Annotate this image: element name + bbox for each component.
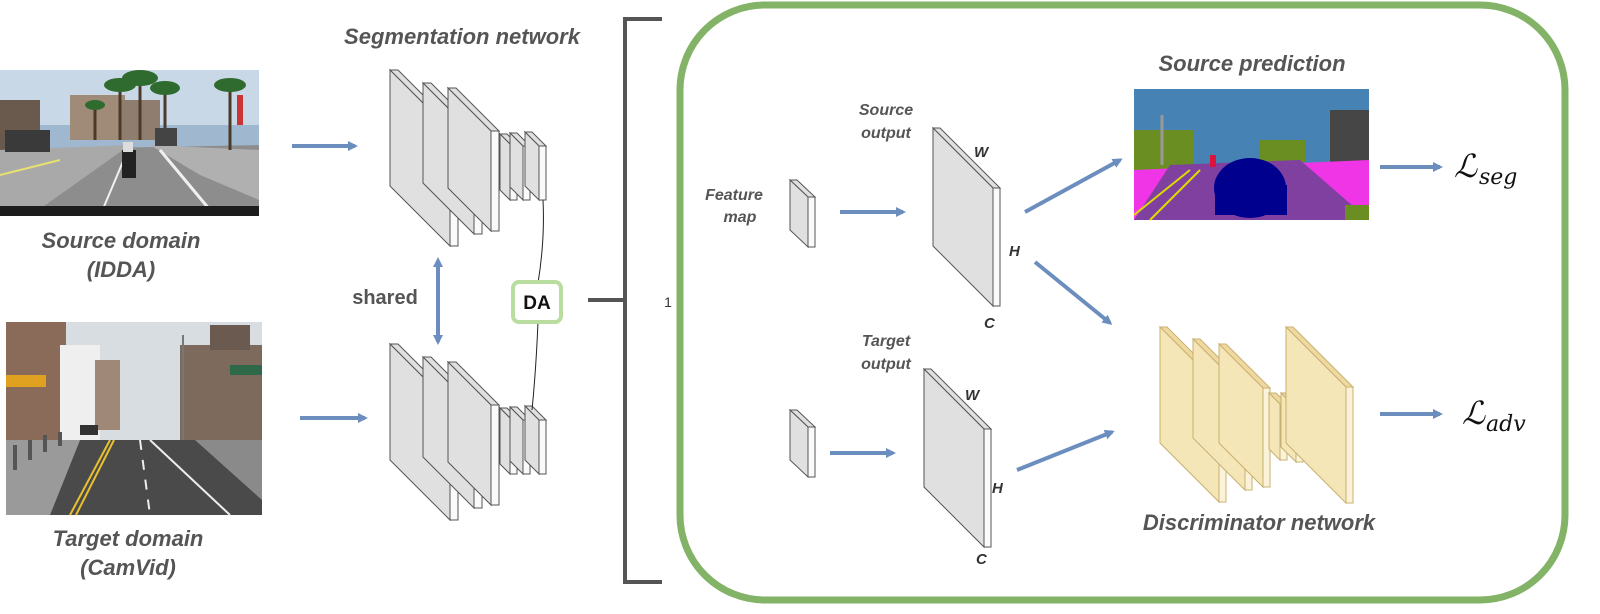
da-module[interactable]: DA: [511, 280, 563, 324]
adv-loss-symbol: ℒ: [1462, 394, 1486, 432]
source-output-volume: [931, 126, 1002, 308]
bracket-index: 1: [664, 294, 672, 310]
target-domain-image: [6, 322, 262, 516]
seg-loss-subscript: seg: [1479, 165, 1517, 190]
seg-loss-symbol: ℒ: [1454, 147, 1478, 185]
shared-label: shared: [352, 287, 418, 309]
discriminator-network-title: Discriminator network: [1143, 510, 1377, 535]
source-output-dim-h: H: [1009, 243, 1021, 260]
source-to-prediction-arrow: [1024, 158, 1123, 214]
layer-block: [446, 360, 501, 507]
source-segmentation-network: [388, 68, 548, 248]
layer-block: [523, 404, 548, 476]
layer-block: [523, 130, 548, 202]
bracket: [623, 17, 662, 584]
source-feature-map: [788, 178, 817, 249]
feature-map-label-line2: map: [724, 209, 757, 226]
adv-loss-subscript: adv: [1486, 412, 1526, 437]
feature-map-label-line1: Feature: [705, 187, 763, 204]
target-output-label-line2: output: [861, 356, 911, 373]
target-output-volume: [922, 367, 993, 549]
target-to-discriminator-arrow: [1016, 429, 1115, 472]
layer-block: [1284, 325, 1355, 505]
da-connector-target: [531, 321, 539, 411]
source-domain-label: Source domain: [42, 228, 201, 253]
target-segmentation-network: [388, 342, 548, 522]
segmentation-network-title: Segmentation network: [344, 24, 582, 49]
target-output-label-line1: Target: [862, 333, 911, 350]
layer-block: [446, 86, 501, 233]
target-domain-name: (CamVid): [80, 555, 176, 580]
source-prediction-title: Source prediction: [1158, 51, 1345, 76]
target-output-dim-w: W: [965, 387, 981, 404]
target-feature-map: [788, 408, 817, 479]
source-output-label-line2: output: [861, 125, 911, 142]
target-output-dim-h: H: [992, 480, 1004, 497]
source-domain-name: (IDDA): [87, 257, 155, 282]
da-label: DA: [523, 293, 551, 314]
source-prediction-image: [1133, 89, 1369, 221]
source-output-dim-w: W: [974, 144, 990, 161]
discriminator-network: [1158, 325, 1355, 505]
target-domain-label: Target domain: [53, 526, 204, 551]
target-output-dim-c: C: [976, 551, 988, 568]
layer-block: [1217, 342, 1272, 489]
da-connector-source: [537, 199, 544, 284]
source-domain-image: [0, 70, 259, 217]
source-output-label-line1: Source: [859, 102, 913, 119]
segmentation-loss: ℒ seg: [1454, 147, 1517, 190]
source-to-discriminator-arrow: [1033, 260, 1113, 325]
adversarial-loss: ℒ adv: [1462, 394, 1526, 437]
da-detail-panel: [676, 1, 1569, 604]
source-output-dim-c: C: [984, 315, 996, 332]
